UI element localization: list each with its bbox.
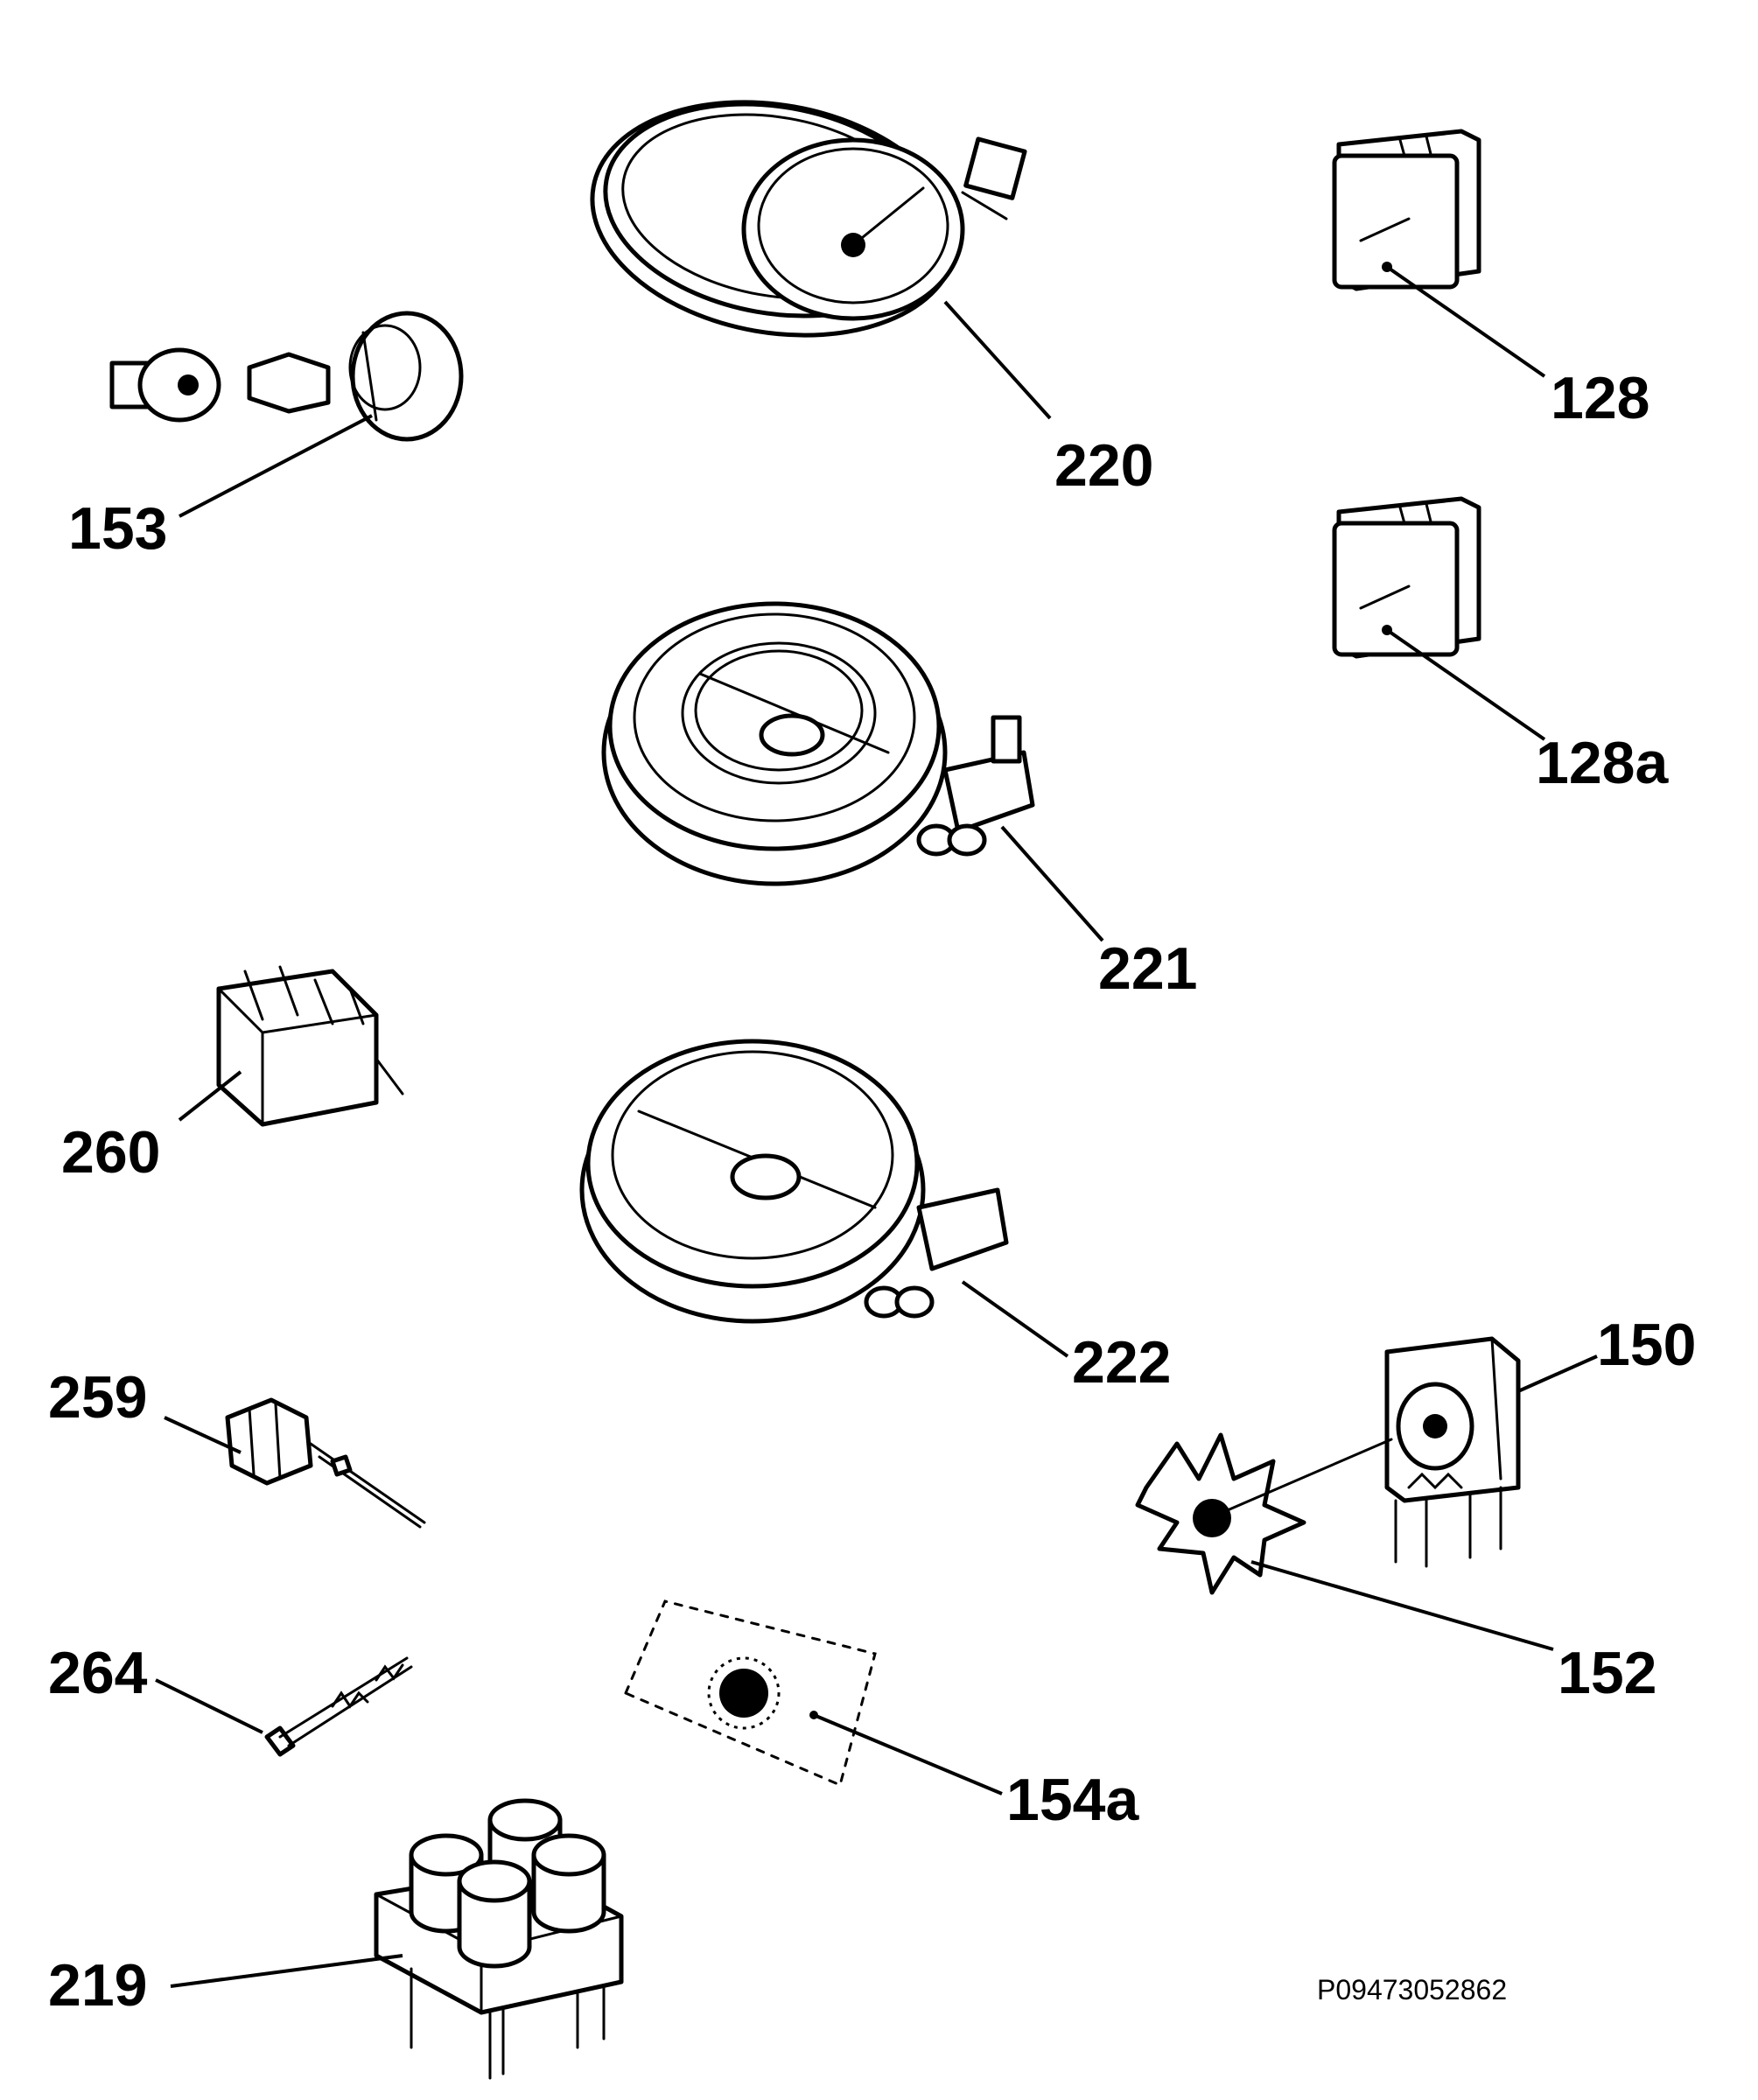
label-259: 259 [48, 1364, 147, 1431]
label-150: 150 [1597, 1312, 1696, 1378]
label-152: 152 [1558, 1640, 1656, 1706]
energy-regulator-icon [1332, 496, 1481, 659]
leader-line-153 [179, 414, 373, 518]
leader-line-128 [1385, 265, 1546, 378]
fan-motor-icon [1384, 1336, 1521, 1568]
leader-line-260 [178, 1070, 242, 1122]
reference-code: P09473052862 [1317, 1974, 1507, 2006]
capacitor-block-icon [374, 1798, 624, 2080]
leader-line-221 [1000, 825, 1104, 942]
leader-line-259 [164, 1416, 242, 1454]
leader-line-152 [1250, 1560, 1554, 1651]
fan-cover-icon [624, 1600, 877, 1788]
label-128: 128 [1551, 365, 1649, 431]
switch-pin-icon [264, 1656, 413, 1757]
control-knob-icon [109, 311, 464, 442]
label-220: 220 [1054, 432, 1153, 499]
dual-round-cooking-zone-icon [601, 601, 1035, 886]
leader-line-222 [961, 1280, 1069, 1358]
label-260: 260 [61, 1119, 160, 1186]
selector-switch-icon [216, 965, 404, 1127]
energy-regulator-icon [1332, 129, 1481, 291]
label-153: 153 [68, 495, 167, 562]
thermostat-icon [225, 1397, 426, 1529]
fan-blade-icon [1135, 1432, 1393, 1595]
label-219: 219 [48, 1952, 147, 2019]
label-221: 221 [1098, 935, 1197, 1002]
leader-line-264 [155, 1678, 263, 1734]
leader-line-150 [1517, 1354, 1598, 1393]
leader-line-219 [170, 1954, 403, 1988]
round-cooking-zone-icon [579, 1039, 1009, 1324]
leader-line-154a [813, 1713, 1003, 1796]
label-222: 222 [1072, 1329, 1171, 1396]
leader-line-128a [1385, 628, 1546, 741]
label-128a: 128a [1536, 730, 1669, 796]
leader-line-220 [943, 300, 1052, 420]
oval-dual-cooking-zone-icon [590, 100, 1027, 338]
label-154a: 154a [1006, 1767, 1139, 1833]
label-264: 264 [48, 1640, 148, 1706]
